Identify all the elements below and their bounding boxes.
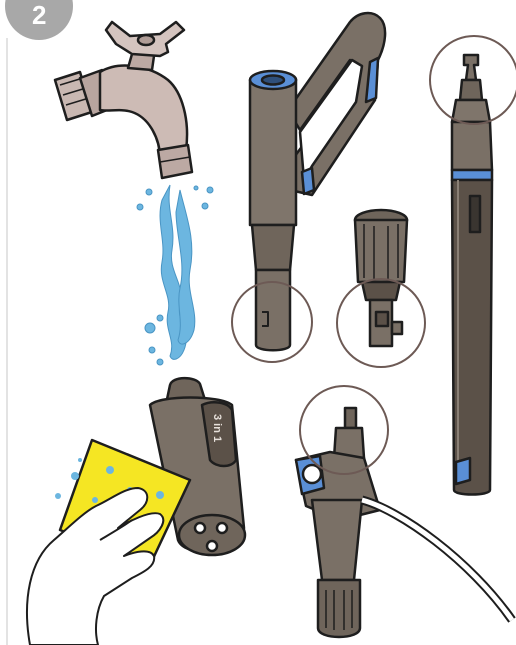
faucet-icon [55,22,192,178]
water-stream [137,185,213,365]
device-label: 3 in 1 [211,414,223,442]
